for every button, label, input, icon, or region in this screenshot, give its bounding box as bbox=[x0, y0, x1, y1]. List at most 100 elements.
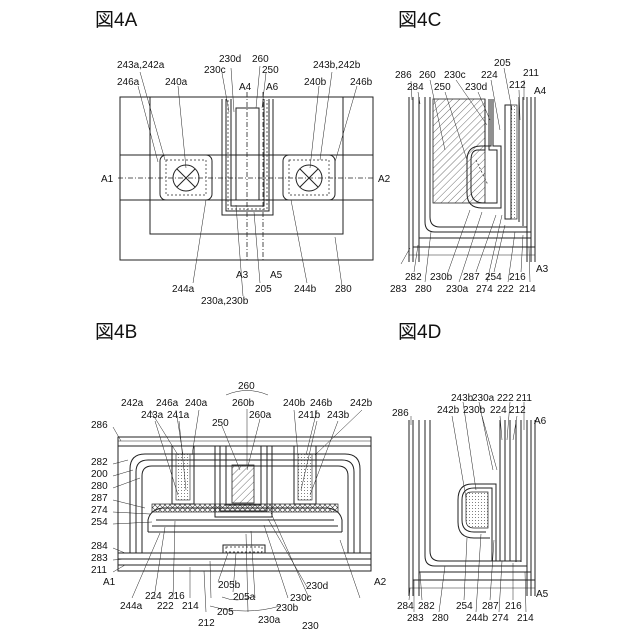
label-4a-230d: 230d bbox=[219, 54, 241, 65]
panel-4a: 図4A bbox=[95, 10, 391, 307]
label-4b-286: 286 bbox=[91, 420, 108, 431]
label-4c-216: 216 bbox=[509, 272, 526, 283]
label-4d-211: 211 bbox=[516, 393, 532, 404]
label-4a-A3: A3 bbox=[236, 270, 249, 281]
label-4b-212: 212 bbox=[198, 618, 215, 629]
label-4b-260b: 260b bbox=[232, 398, 255, 409]
label-4c-211: 211 bbox=[523, 68, 539, 79]
label-4c-230b: 230b bbox=[430, 272, 453, 283]
label-4a-240b: 240b bbox=[304, 77, 327, 88]
label-4b-230d: 230d bbox=[306, 581, 328, 592]
label-4c-A3: A3 bbox=[536, 264, 549, 275]
label-4b-230: 230 bbox=[302, 621, 319, 632]
panel-4d-drawing bbox=[409, 402, 535, 612]
label-4a-A6: A6 bbox=[266, 82, 279, 93]
label-4a-260: 260 bbox=[252, 54, 269, 65]
label-4a-243b-242b: 243b,242b bbox=[313, 60, 361, 71]
label-4c-282: 282 bbox=[405, 272, 422, 283]
label-4b-222: 222 bbox=[157, 601, 174, 612]
label-4c-214: 214 bbox=[519, 284, 536, 295]
label-4d-230b: 230b bbox=[463, 405, 486, 416]
label-4c-230a: 230a bbox=[446, 284, 469, 295]
label-4b-244a: 244a bbox=[120, 601, 143, 612]
label-4b-254: 254 bbox=[91, 517, 108, 528]
label-4c-212: 212 bbox=[509, 80, 526, 91]
label-4b-214: 214 bbox=[182, 601, 199, 612]
label-4a-205: 205 bbox=[255, 284, 272, 295]
label-4a-240a: 240a bbox=[165, 77, 188, 88]
label-4c-230d: 230d bbox=[465, 82, 487, 93]
label-4b-240a: 240a bbox=[185, 398, 208, 409]
label-4b-230a: 230a bbox=[258, 615, 281, 626]
label-4c-286: 286 bbox=[395, 70, 412, 81]
label-4c-283: 283 bbox=[390, 284, 407, 295]
label-4b-242b: 242b bbox=[350, 398, 373, 409]
label-4c-274: 274 bbox=[476, 284, 493, 295]
label-4b-205: 205 bbox=[217, 607, 234, 618]
label-4c-284: 284 bbox=[407, 82, 424, 93]
label-4c-287: 287 bbox=[463, 272, 480, 283]
panel-4b-title: 図4B bbox=[95, 322, 137, 343]
label-4c-230c: 230c bbox=[444, 70, 466, 81]
label-4c-250: 250 bbox=[434, 82, 451, 93]
label-4b-284: 284 bbox=[91, 541, 108, 552]
label-4d-286: 286 bbox=[392, 408, 409, 419]
label-4a-244b: 244b bbox=[294, 284, 317, 295]
label-4d-230a: 230a bbox=[472, 393, 495, 404]
label-4d-284: 284 bbox=[397, 601, 414, 612]
label-4b-205b: 205b bbox=[218, 580, 241, 591]
label-4c-A4: A4 bbox=[534, 86, 547, 97]
label-4d-280: 280 bbox=[432, 613, 449, 624]
panel-4c-drawing bbox=[401, 68, 535, 282]
label-4c-260: 260 bbox=[419, 70, 436, 81]
label-4b-260: 260 bbox=[238, 381, 255, 392]
panel-4d-title: 図4D bbox=[398, 322, 441, 343]
label-4a-243a-242a: 243a,242a bbox=[117, 60, 165, 71]
label-4a-A5: A5 bbox=[270, 270, 283, 281]
label-4b-260a: 260a bbox=[249, 410, 272, 421]
panel-4a-drawing bbox=[118, 66, 375, 296]
label-4a-230a-230b: 230a,230b bbox=[201, 296, 249, 307]
label-4b-242a: 242a bbox=[121, 398, 144, 409]
label-4d-222: 222 bbox=[497, 393, 514, 404]
label-4d-214: 214 bbox=[517, 613, 534, 624]
panel-4c: 図4C bbox=[390, 10, 549, 295]
label-4a-A2: A2 bbox=[378, 174, 391, 185]
label-4b-200: 200 bbox=[91, 469, 108, 480]
panel-4a-title: 図4A bbox=[95, 10, 138, 31]
label-4b-241a: 241a bbox=[167, 410, 190, 421]
label-4d-216: 216 bbox=[505, 601, 522, 612]
label-4d-A6: A6 bbox=[534, 416, 547, 427]
label-4d-243b: 243b bbox=[451, 393, 474, 404]
label-4b-205a: 205a bbox=[233, 592, 256, 603]
label-4d-274: 274 bbox=[492, 613, 509, 624]
label-4d-A5: A5 bbox=[536, 589, 549, 600]
label-4d-242b: 242b bbox=[437, 405, 460, 416]
label-4d-224: 224 bbox=[490, 405, 507, 416]
label-4a-244a: 244a bbox=[172, 284, 195, 295]
label-4a-280: 280 bbox=[335, 284, 352, 295]
label-4a-250: 250 bbox=[262, 65, 279, 76]
label-4a-A1: A1 bbox=[101, 174, 114, 185]
label-4b-246a: 246a bbox=[156, 398, 179, 409]
label-4d-283: 283 bbox=[407, 613, 424, 624]
label-4b-230c: 230c bbox=[290, 593, 312, 604]
label-4a-A4: A4 bbox=[239, 82, 252, 93]
panel-4c-title: 図4C bbox=[398, 10, 441, 31]
panel-4d: 図4D bbox=[392, 322, 549, 624]
label-4b-280: 280 bbox=[91, 481, 108, 492]
label-4c-280: 280 bbox=[415, 284, 432, 295]
panel-4b-drawing bbox=[113, 391, 371, 613]
label-4d-212: 212 bbox=[509, 405, 526, 416]
label-4b-211: 211 bbox=[91, 565, 107, 576]
label-4d-282: 282 bbox=[418, 601, 435, 612]
label-4b-274: 274 bbox=[91, 505, 108, 516]
label-4b-283: 283 bbox=[91, 553, 108, 564]
label-4b-243b: 243b bbox=[327, 410, 350, 421]
label-4c-254: 254 bbox=[485, 272, 502, 283]
label-4b-A1: A1 bbox=[103, 577, 116, 588]
label-4a-246a: 246a bbox=[117, 77, 140, 88]
label-4d-244b: 244b bbox=[466, 613, 489, 624]
label-4a-230c: 230c bbox=[204, 65, 226, 76]
label-4b-240b: 240b bbox=[283, 398, 306, 409]
